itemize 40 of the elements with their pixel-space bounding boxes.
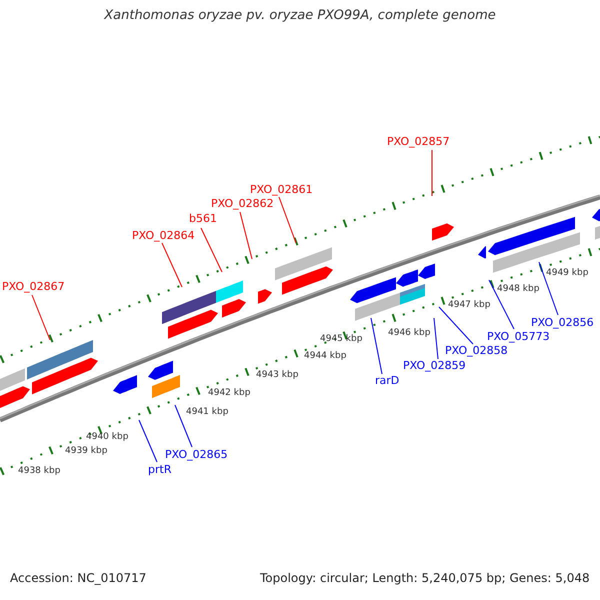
gene-label: PXO_05773 <box>487 331 550 343</box>
leader-line <box>538 262 558 316</box>
leader-line <box>138 420 158 462</box>
leader-line <box>370 318 382 374</box>
leader-line <box>174 404 192 448</box>
position-label: 4948 kbp <box>497 283 540 295</box>
gene-label: PXO_02859 <box>403 360 466 372</box>
leader-line <box>162 242 182 288</box>
gene-label: PXO_02862 <box>211 198 274 210</box>
position-label: 4945 kbp <box>320 333 362 345</box>
gene-label: PXO_02865 <box>165 449 228 461</box>
leader-line <box>434 318 438 360</box>
leader-line <box>438 306 474 344</box>
gene-label: rarD <box>375 375 400 387</box>
leader-line <box>240 212 252 260</box>
gene-label: PXO_02856 <box>531 317 594 329</box>
gene-label: b561 <box>189 213 217 225</box>
leader-line <box>278 196 296 244</box>
gene-label: prtR <box>148 464 172 476</box>
position-label: 4938 kbp <box>18 465 60 477</box>
position-label: 4949 kbp <box>546 267 588 279</box>
footer-text: Accession: NC_010717 <box>10 572 146 584</box>
position-label: 4944 kbp <box>304 350 346 362</box>
position-label: 4946 kbp <box>388 327 430 339</box>
gene-label: PXO_02861 <box>250 184 313 196</box>
leader-line <box>32 294 50 340</box>
position-label: 4943 kbp <box>256 369 298 381</box>
gene-label: PXO_02864 <box>132 230 195 242</box>
position-label: 4947 kbp <box>448 299 490 311</box>
gene-label: PXO_02858 <box>445 345 508 357</box>
title: Xanthomonas oryzae pv. oryzae PXO99A, complete genome <box>102 10 497 22</box>
leader-line <box>200 228 222 272</box>
gene-label: PXO_02867 <box>2 281 65 293</box>
gene-label: PXO_02857 <box>387 136 450 148</box>
footer-text: Topology: circular; Length: 5,240,075 bp; Genes: 5,048 <box>260 572 590 584</box>
position-label: 4941 kbp <box>186 406 228 418</box>
leader-line <box>488 280 514 330</box>
position-label: 4940 kbp <box>86 431 128 443</box>
position-label: 4942 kbp <box>208 387 250 399</box>
position-label: 4939 kbp <box>65 445 108 457</box>
